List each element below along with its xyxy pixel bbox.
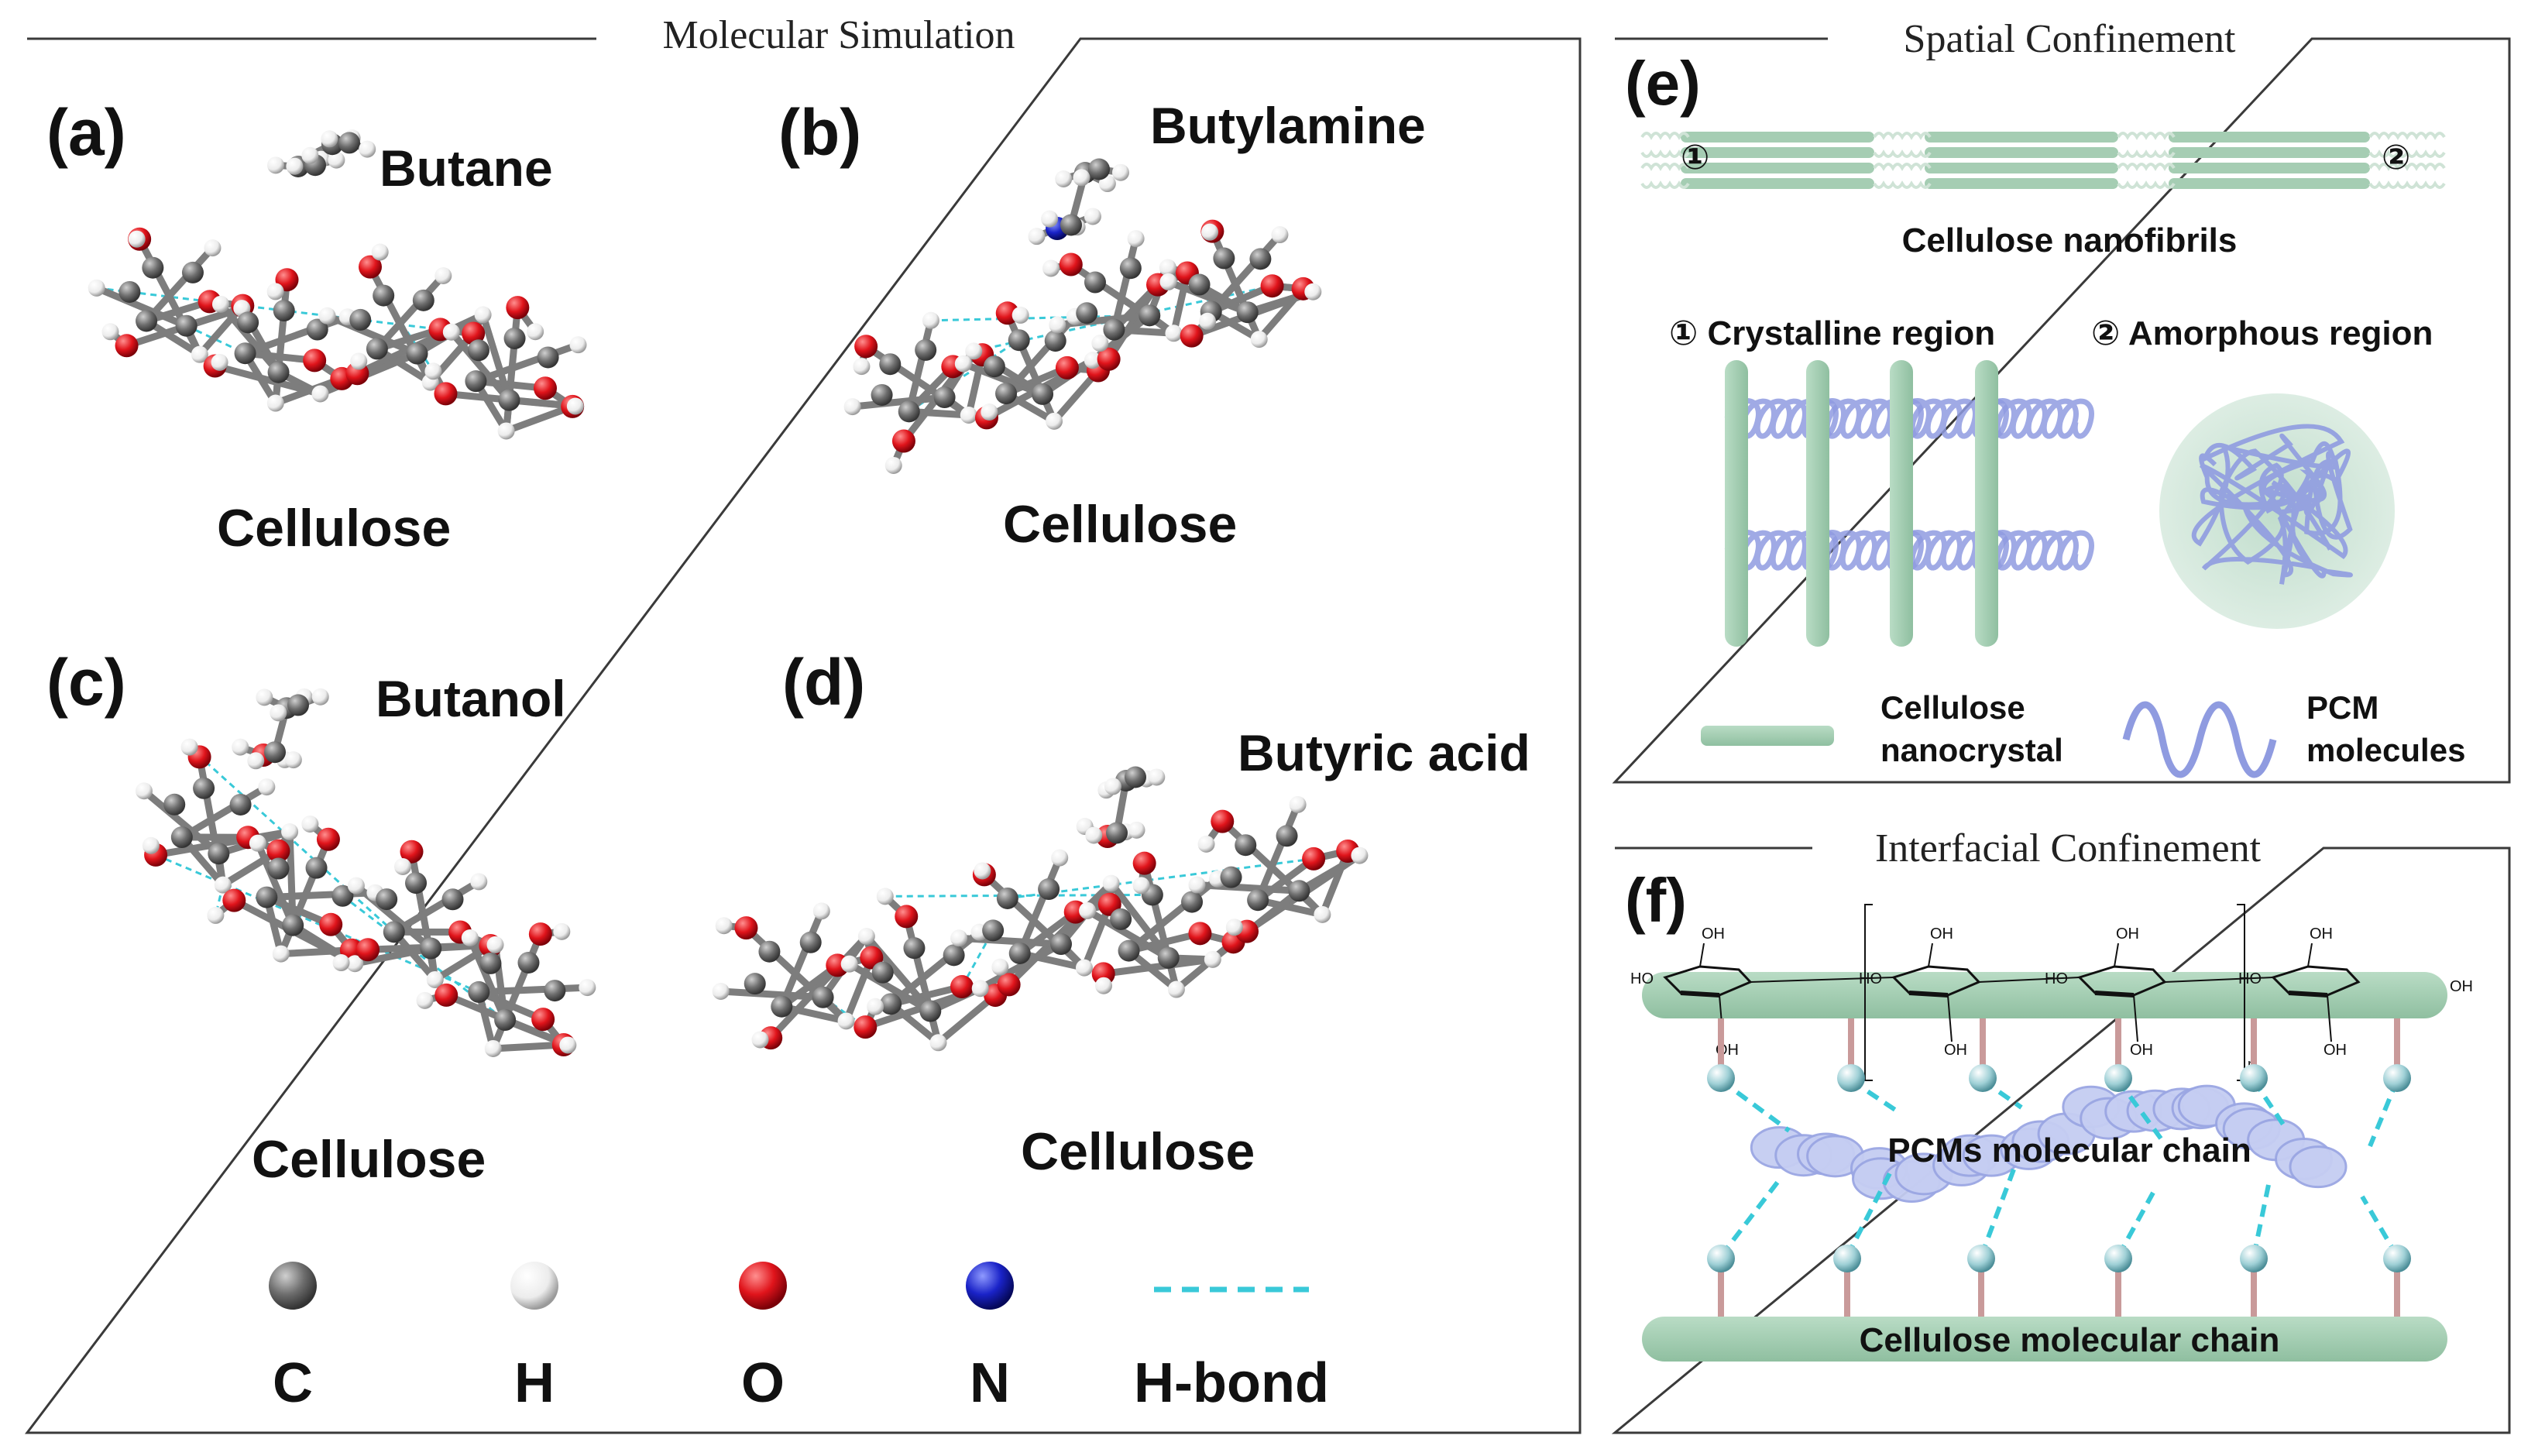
amorphous-region-label: ② Amorphous region <box>2091 314 2433 352</box>
oxygen-atom-icon <box>739 1262 787 1310</box>
fibril-marker-2: ② <box>2382 139 2410 177</box>
cellulose-structural-formula: OHOHHOOHOHHOOHOHHOOHOHHOOHn <box>1630 904 2473 1081</box>
label-f: (f) <box>1625 866 1687 935</box>
legend-o: O <box>741 1352 785 1414</box>
atom-legend: C H O N H-bond <box>269 1262 1329 1414</box>
legend-h: H <box>514 1352 555 1414</box>
hydrogen-atom-icon <box>510 1262 558 1310</box>
adsorbate-d-label: Butyric acid <box>1238 724 1530 781</box>
label-c: (c) <box>46 646 126 719</box>
svg-text:HO: HO <box>1630 970 1654 987</box>
pcm-chain-graphic <box>1750 1084 2348 1203</box>
crystalline-region-label: ① Crystalline region <box>1669 314 1995 352</box>
legend-pcm-line2: molecules <box>2306 732 2465 768</box>
cellulose-bottom-chain-bar <box>1642 1317 2447 1362</box>
interfacial-confinement-panel: Interfacial Confinement (f) OH OH HO OH OH HO… <box>1611 826 2511 1434</box>
legend-crystal-line2: nanocrystal <box>1880 732 2063 768</box>
svg-text:OH: OH <box>2130 1042 2153 1059</box>
interface-hbond-links <box>1707 1018 2411 1317</box>
carbon-atom-icon <box>269 1262 317 1310</box>
legend-pcm-line1: PCM <box>2306 689 2378 726</box>
label-e: (e) <box>1625 49 1701 118</box>
substrate-d-label: Cellulose <box>1021 1122 1255 1181</box>
svg-text:OH: OH <box>2324 1042 2347 1059</box>
molecule-a-cellulose-butane <box>88 129 587 440</box>
svg-text:OH: OH <box>1930 925 1953 943</box>
adsorbate-a-label: Butane <box>380 139 553 197</box>
fibril-marker-1: ① <box>1681 139 1709 177</box>
legend-crystal-line1: Cellulose <box>1880 689 2025 726</box>
pcm-legend-icon <box>2122 701 2277 778</box>
legend-hbond: H-bond <box>1134 1352 1329 1414</box>
molecule-d-cellulose-butyric-acid <box>712 766 1369 1052</box>
adsorbate-c-label: Butanol <box>376 670 566 727</box>
crystalline-region-graphic <box>1724 360 2094 647</box>
molecular-simulation-panel: Molecular Simulation <box>24 13 1582 1434</box>
nitrogen-atom-icon <box>966 1262 1014 1310</box>
fibril-label: Cellulose nanofibrils <box>1902 221 2238 259</box>
nanocrystal-legend-icon <box>1701 726 1834 746</box>
cellulose-chain-label: Cellulose molecular chain <box>1860 1321 2280 1359</box>
amorphous-region-graphic <box>2159 393 2395 629</box>
svg-text:OH: OH <box>1702 925 1725 943</box>
substrate-c-label: Cellulose <box>252 1130 486 1189</box>
spatial-confinement-title: Spatial Confinement <box>1904 17 2236 61</box>
svg-text:HO: HO <box>2238 970 2262 987</box>
legend-n: N <box>970 1352 1010 1414</box>
svg-text:OH: OH <box>2450 978 2473 995</box>
cellulose-nanofibrils-graphic: ① ② <box>1640 132 2446 189</box>
svg-text:HO: HO <box>2045 970 2068 987</box>
adsorbate-b-label: Butylamine <box>1150 97 1426 154</box>
molecule-c-cellulose-butanol <box>135 688 596 1057</box>
label-d: (d) <box>782 646 865 719</box>
svg-text:OH: OH <box>2116 925 2139 943</box>
substrate-a-label: Cellulose <box>217 499 451 558</box>
spatial-confinement-panel: Spatial Confinement (e) ① ② Cellulose na… <box>1612 17 2511 784</box>
pcm-chain-label: PCMs molecular chain <box>1887 1131 2251 1169</box>
substrate-b-label: Cellulose <box>1003 495 1237 554</box>
interfacial-confinement-title: Interfacial Confinement <box>1875 826 2262 871</box>
label-a: (a) <box>46 96 126 169</box>
svg-text:HO: HO <box>1859 970 1882 987</box>
molecular-simulation-title: Molecular Simulation <box>663 13 1015 57</box>
molecule-b-cellulose-butylamine <box>843 158 1322 474</box>
cellulose-top-chain-bar <box>1642 972 2447 1018</box>
svg-text:OH: OH <box>1944 1042 1967 1059</box>
legend-c: C <box>273 1352 313 1414</box>
label-b: (b) <box>778 96 861 169</box>
svg-text:OH: OH <box>2310 925 2333 943</box>
